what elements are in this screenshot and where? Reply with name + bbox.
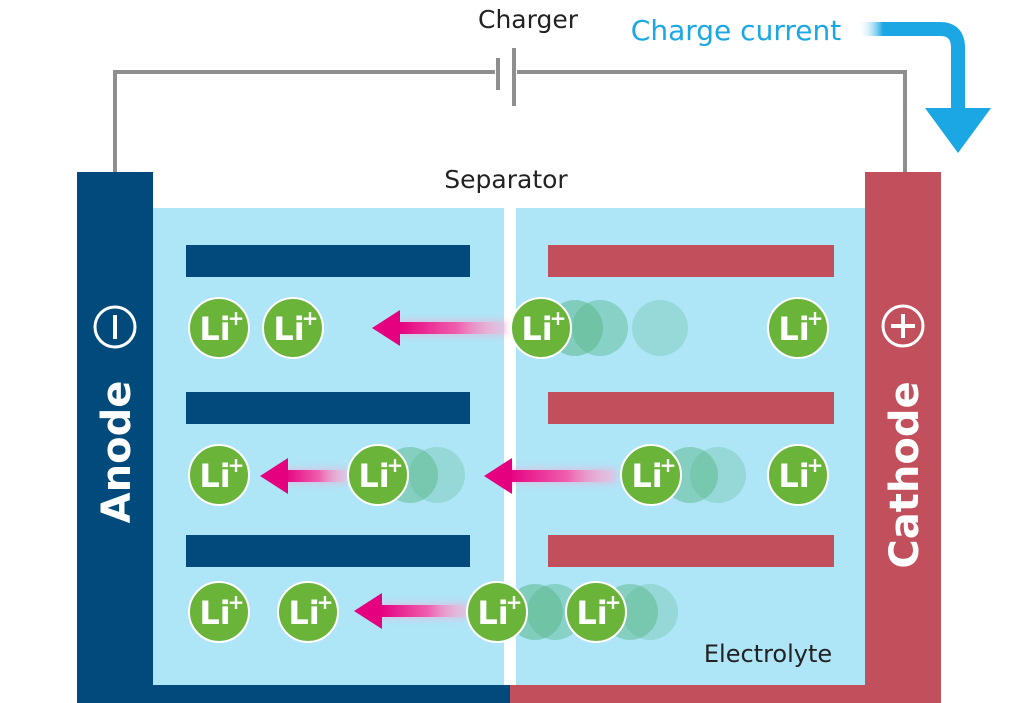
ion-arrow-row-3 [354,593,468,629]
ion-charge: + [228,453,245,477]
cathode-plates [548,245,834,567]
lithium-ion: Li+ [188,581,250,643]
ion-symbol: Li [521,310,552,348]
ion-charge: + [550,306,567,330]
ion-charge: + [506,590,523,614]
ion-symbol: Li [778,457,809,495]
anode-plate [186,535,470,567]
ion-charge: + [807,306,824,330]
anode-label: Anode [94,381,140,524]
ion-arrow-row-2-left [260,458,348,494]
ion-symbol: Li [199,457,230,495]
ion-symbol: Li [199,310,230,348]
anode-plate [186,245,470,277]
ion-charge: + [605,590,622,614]
cathode-label: Cathode [882,381,928,568]
lithium-ion: Li+ [277,581,339,643]
ion-circle [262,297,324,359]
anode-label-group: Anode [93,305,140,524]
lithium-ion: Li+ [347,444,409,506]
lithium-ion: Li+ [767,444,829,506]
ion-symbol: Li [288,594,319,632]
lithium-ion: Li+ [188,444,250,506]
ion-arrow-row-2-right [484,458,616,494]
charger-symbol [496,48,516,106]
ion-arrow-row-1 [372,310,506,346]
ion-charge: + [228,590,245,614]
charge-current-label: Charge current [631,14,841,47]
ion-circle [767,297,829,359]
ion-symbol: Li [273,310,304,348]
ion-circle [510,297,572,359]
lithium-ion: Li+ [767,297,829,359]
ion-symbol: Li [358,457,389,495]
lithium-ion: Li+ [262,297,324,359]
ion-charge: + [302,306,319,330]
ion-movement-arrows [260,310,616,629]
ion-symbol: Li [576,594,607,632]
circuit-wire [113,70,907,172]
ion-circle [565,581,627,643]
ion-symbol: Li [199,594,230,632]
charge-current-arrow [858,22,991,153]
cathode-electrode [865,172,941,703]
anode-plates [186,245,470,567]
cathode-plate [548,535,834,567]
ion-circle [620,444,682,506]
lithium-ions: Li+ Li+ Li+ Li+ Li+ Li+ Li+ Li+ Li+ Li+ … [188,297,829,643]
separator-label: Separator [444,165,568,194]
cathode-label-group: Cathode [881,304,928,569]
cathode-plate [548,245,834,277]
lithium-ion: Li+ [510,297,572,359]
anode-housing-bottom [77,685,510,703]
ion-symbol: Li [631,457,662,495]
charger-label: Charger [478,5,579,34]
cathode-housing-bottom [510,685,941,703]
ion-circle [277,581,339,643]
cathode-plate [548,392,834,424]
ion-symbol: Li [477,594,508,632]
minus-icon [93,305,137,349]
ion-circle [188,581,250,643]
ion-charge: + [228,306,245,330]
ion-circle [188,444,250,506]
plus-icon [881,304,925,348]
ion-circle [188,297,250,359]
lithium-ion: Li+ [620,444,682,506]
ion-charge: + [660,453,677,477]
ion-charge: + [387,453,404,477]
ion-symbol: Li [778,310,809,348]
ion-charge: + [807,453,824,477]
electrolyte-label: Electrolyte [704,640,832,668]
ion-circle [466,581,528,643]
lithium-ion: Li+ [188,297,250,359]
anode-electrode [77,172,153,703]
lithium-ion: Li+ [565,581,627,643]
ion-circle [347,444,409,506]
ion-charge: + [317,590,334,614]
lithium-ion: Li+ [466,581,528,643]
ion-circle [767,444,829,506]
anode-plate [186,392,470,424]
